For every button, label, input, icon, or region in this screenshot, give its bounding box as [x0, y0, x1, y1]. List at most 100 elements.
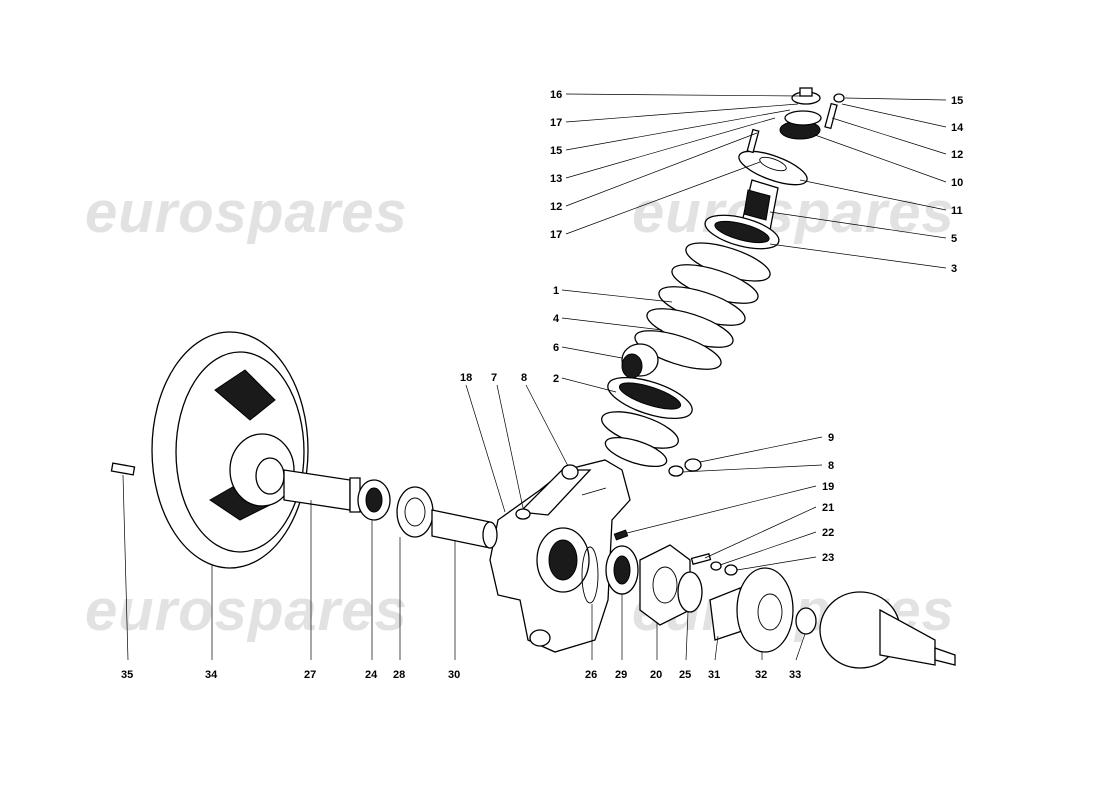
stud-nut-right — [833, 93, 845, 103]
callout-18: 18 — [460, 372, 472, 384]
callout-14: 14 — [951, 122, 964, 134]
hub-nut-33 — [795, 607, 817, 635]
callout-29: 29 — [615, 669, 627, 681]
leader-14 — [841, 103, 947, 128]
circlip-26 — [581, 546, 599, 604]
spring-coil-5 — [634, 330, 722, 370]
callout-24: 24 — [365, 669, 378, 681]
callout-35: 35 — [121, 669, 133, 681]
bearing-29-inner — [613, 555, 631, 585]
bolt-21 — [690, 552, 712, 566]
callout-33: 33 — [789, 669, 801, 681]
callout-2: 2 — [553, 373, 559, 385]
mount-stud-left — [746, 128, 760, 154]
watermarks: eurospares eurospares eurospares eurospa… — [85, 180, 955, 643]
leader-10 — [814, 134, 947, 183]
leader-17a — [565, 103, 799, 123]
watermark-top-right: eurospares — [632, 180, 955, 245]
callout-5: 5 — [951, 233, 957, 245]
washer-8 — [668, 465, 684, 477]
bearing-28 — [396, 486, 434, 538]
upper-link-arm — [518, 469, 592, 516]
callout-9: 9 — [828, 432, 834, 444]
callout-10: 10 — [951, 177, 963, 189]
callout-25: 25 — [679, 669, 691, 681]
coil-spring — [634, 242, 771, 370]
outboard-parts — [581, 544, 956, 669]
leader-3 — [769, 243, 947, 269]
leader-17b — [565, 161, 761, 235]
callout-16: 16 — [550, 89, 562, 101]
leader-31 — [714, 635, 719, 661]
mount-stud-right — [824, 102, 838, 130]
nut-9 — [684, 458, 702, 472]
damper-bump-stop — [743, 189, 771, 221]
cover-plate-hole — [652, 566, 678, 604]
grease-nipple — [613, 529, 629, 541]
callout-21: 21 — [822, 502, 834, 514]
leader-9 — [699, 436, 823, 463]
hub-spline — [349, 477, 361, 513]
leader-33 — [795, 633, 806, 661]
leader-2 — [561, 377, 617, 393]
callout-32: 32 — [755, 669, 767, 681]
leader-8a — [525, 384, 569, 467]
flange-32 — [736, 567, 794, 653]
hub-flange-center — [255, 457, 285, 495]
link-bolt — [581, 487, 607, 496]
leader-15b — [844, 97, 947, 101]
watermark-bottom-left: eurospares — [85, 578, 408, 643]
leader-11 — [799, 179, 947, 211]
callout-17: 17 — [550, 229, 562, 241]
leader-18 — [465, 384, 506, 513]
leader-22 — [719, 531, 817, 566]
leader-6 — [561, 346, 623, 359]
eye-bushing — [621, 353, 643, 379]
damper-lower-body — [604, 436, 668, 468]
leader-16 — [565, 93, 801, 97]
callout-17: 17 — [550, 117, 562, 129]
leader-8b — [681, 464, 823, 473]
callout-34: 34 — [205, 669, 218, 681]
lower-arm-mount — [529, 629, 551, 647]
leader-21 — [704, 506, 817, 559]
wheel-stud-35 — [110, 462, 136, 476]
callout-19: 19 — [822, 481, 834, 493]
leader-12b — [831, 117, 947, 155]
callout-28: 28 — [393, 669, 405, 681]
leader-7 — [496, 384, 524, 509]
callout-23: 23 — [822, 552, 834, 564]
leader-12a — [565, 132, 758, 207]
upper-spring-seat-ring — [714, 220, 770, 244]
top-mount-plate — [738, 150, 808, 186]
callout-15: 15 — [550, 145, 562, 157]
callout-1: 1 — [553, 285, 559, 297]
cv-boot — [879, 608, 936, 666]
spacer-30-end — [482, 521, 498, 549]
spacer-30 — [431, 509, 491, 549]
callout-3: 3 — [951, 263, 957, 275]
hub-carrier-bore-inner — [548, 539, 578, 581]
callout-13: 13 — [550, 173, 562, 185]
watermark-top-left: eurospares — [85, 180, 408, 245]
bearing-28-inner — [404, 497, 426, 527]
upper-cup — [784, 110, 822, 126]
leader-23 — [736, 556, 817, 571]
seal-25 — [677, 571, 703, 613]
callout-labels: 16 17 15 13 12 17 1 4 6 2 15 14 12 10 11… — [121, 89, 964, 681]
callout-8: 8 — [521, 372, 527, 384]
flange-32-center — [757, 593, 783, 631]
callout-31: 31 — [708, 669, 720, 681]
top-nut — [799, 87, 813, 97]
leader-13 — [565, 117, 776, 179]
callout-12: 12 — [951, 149, 963, 161]
callout-27: 27 — [304, 669, 316, 681]
drive-shaft — [934, 647, 956, 666]
nut-23 — [724, 564, 738, 576]
leader-35 — [122, 474, 129, 661]
bearing-24-inner — [365, 487, 383, 513]
callout-20: 20 — [650, 669, 662, 681]
disc-vent-1 — [214, 369, 276, 421]
callout-15: 15 — [951, 95, 963, 107]
